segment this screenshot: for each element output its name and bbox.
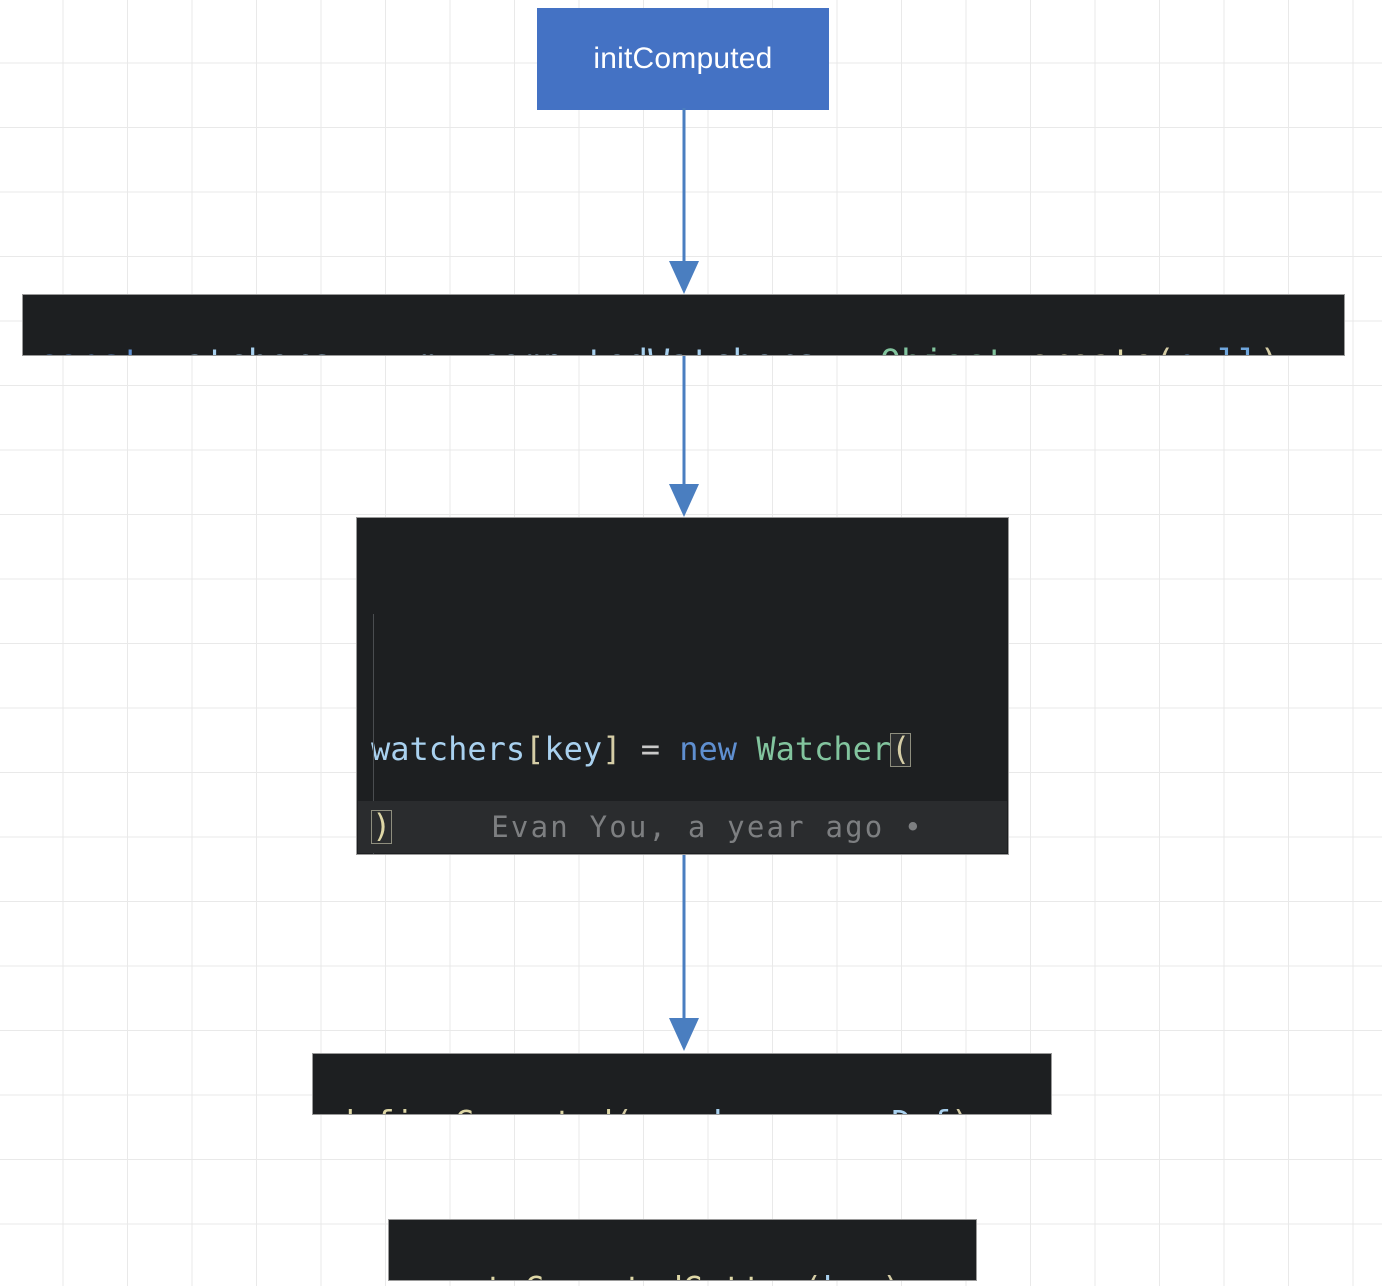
code-block-create-computed-getter[interactable]: createComputedGetter(key)	[388, 1219, 977, 1281]
arrow-node-to-code1	[669, 108, 699, 294]
token-fn-create: .create	[1006, 343, 1154, 356]
arrow-code1-to-code2	[669, 356, 699, 517]
token-args: vm, key, userDef	[633, 1103, 951, 1114]
token-arg-key: key	[822, 1269, 882, 1280]
code-line: const watchers = vm._computedWatchers = …	[23, 333, 1344, 356]
token-var-watchers: watchers	[371, 730, 526, 768]
code-line: watchers[key] = new Watcher(	[371, 722, 1008, 776]
token-var-key: key	[544, 730, 603, 768]
code-line: createComputedGetter(key)	[389, 1258, 976, 1280]
token-paren-close: )	[1259, 343, 1280, 356]
token-space	[142, 343, 163, 355]
node-init-computed-label: initComputed	[593, 42, 773, 75]
code-line: defineComputed(vm, key, userDef)	[313, 1092, 1051, 1114]
token-fn-create-computed-getter: createComputedGetter	[405, 1269, 802, 1280]
token-bracket-close: ]	[602, 730, 622, 768]
arrow-code2-to-code3	[669, 855, 699, 1051]
token-space	[737, 730, 756, 768]
token-operator-assign: =	[621, 730, 680, 768]
token-paren-close: )	[882, 1269, 902, 1280]
token-class-object: Object	[880, 343, 1006, 356]
code-block-const-watchers[interactable]: const watchers = vm._computedWatchers = …	[22, 294, 1345, 356]
token-paren-close: )	[951, 1103, 971, 1114]
code-block-new-watcher[interactable]: watchers[key] = new Watcher( vm, getter …	[356, 517, 1009, 855]
token-paren-open-highlighted: (	[890, 730, 912, 768]
code-block-define-computed[interactable]: defineComputed(vm, key, userDef)	[312, 1053, 1052, 1115]
token-var-watchers: watchers	[163, 343, 332, 356]
token-bracket-open: [	[525, 730, 545, 768]
token-paren-open: (	[802, 1269, 822, 1280]
token-operator-assign-1: =	[332, 343, 395, 356]
indent-guide	[373, 614, 374, 854]
node-init-computed[interactable]: initComputed	[537, 8, 829, 110]
token-paren-open: (	[613, 1103, 633, 1114]
git-blame-text: Evan You, a year ago •	[491, 810, 924, 844]
token-paren-close-highlighted: )	[371, 806, 393, 845]
token-var-vm-computedwatchers: vm._computedWatchers	[395, 343, 816, 356]
token-class-watcher: Watcher	[756, 730, 892, 768]
token-keyword-const: const	[37, 343, 142, 356]
token-keyword-new: new	[679, 730, 738, 768]
token-fn-define-computed: defineComputed	[335, 1103, 613, 1114]
token-paren-open: (	[1154, 343, 1175, 356]
code-body: watchers[key] = new Watcher( vm, getter …	[357, 556, 1008, 854]
token-literal-null: null	[1175, 343, 1259, 356]
git-blame-line[interactable]: ) Evan You, a year ago •	[358, 801, 1007, 853]
token-operator-assign-2: =	[817, 343, 880, 356]
